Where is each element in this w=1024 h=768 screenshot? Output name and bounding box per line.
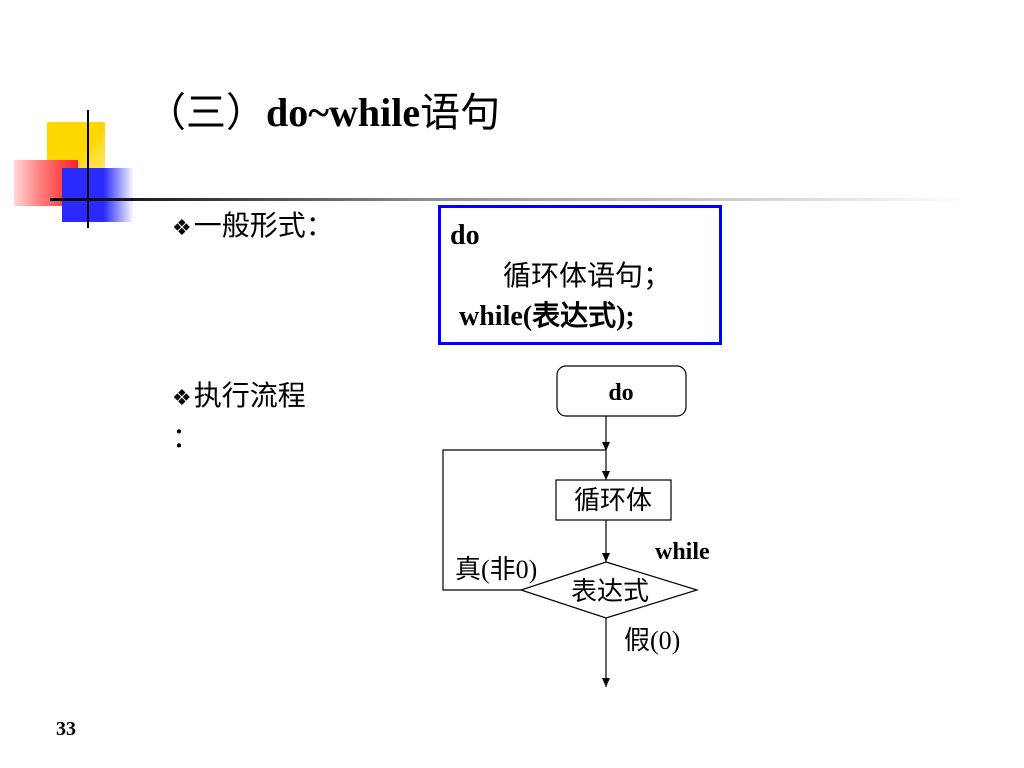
title-keyword: do~while [266,90,421,135]
title-underline-rule [50,198,970,201]
loop-body-box [555,479,672,521]
syntax-box: do 循环体语句； while(表达式); [438,205,722,345]
loop-body-label: 循环体 [574,486,652,515]
page-number: 33 [56,718,76,740]
while-keyword-label: while [655,539,710,565]
logo-vertical-line [87,110,89,228]
false-branch-label: 假(0) [624,626,680,655]
bullet-text-wrapped: ： [172,423,201,454]
bullet-text: 一般形式： [193,211,334,242]
syntax-line-body: 循环体语句； [503,261,672,292]
title-prefix: （三） [146,90,266,135]
syntax-line-do: do [450,220,480,251]
syntax-line-while: while(表达式); [459,301,635,332]
loop-back-line [442,449,606,591]
true-branch-label: 真(非0) [455,555,537,584]
start-do-box [556,365,687,417]
four-diamond-bullet-icon: ❖ [172,216,192,241]
bullet-text: 执行流程 [193,381,306,412]
four-diamond-bullet-icon: ❖ [172,386,192,411]
start-do-label: do [608,380,633,406]
bullet-execution-flow: ❖执行流程 [172,380,306,416]
logo-blue-square [62,168,134,222]
slide-title: （三）do~while语句 [146,89,500,137]
condition-label: 表达式 [571,577,649,606]
condition-diamond [519,561,700,619]
title-suffix: 语句 [420,90,501,135]
bullet-general-form: ❖一般形式： [172,210,334,246]
